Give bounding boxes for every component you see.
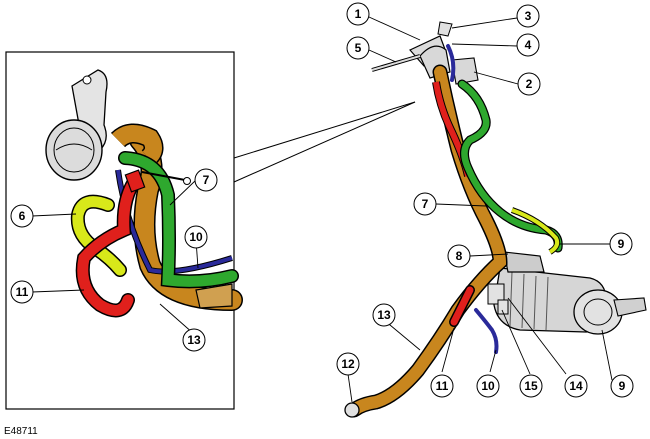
callout-10-inset: 10 [184, 225, 208, 249]
inset-leader-lower [233, 101, 416, 183]
vent-valve [451, 57, 479, 85]
hose-clamp [344, 402, 360, 418]
inset-cable [141, 171, 186, 181]
callout-8-label: 8 [456, 249, 463, 263]
callout-7-main: 7 [413, 192, 437, 216]
callout-7-inset-label: 7 [203, 173, 210, 187]
release-cable-inner [371, 55, 421, 71]
inset-yellow-pipe-fill [72, 196, 126, 276]
callout-12-label: 12 [341, 357, 355, 371]
red-lower-pipe-fill [450, 286, 474, 326]
callout-7-inset: 7 [194, 168, 218, 192]
inset-red-pipe-fill [77, 174, 141, 316]
callout-9-lower-label: 9 [619, 379, 626, 393]
filler-pipe-fill [348, 66, 507, 416]
callout-9-upper-label: 9 [618, 237, 625, 251]
callout-13-inset-label: 13 [187, 333, 201, 347]
callout-1-label: 1 [355, 7, 362, 21]
callout-10-inset-label: 10 [189, 230, 203, 244]
canister-ribs [509, 271, 549, 331]
callout-5: 5 [346, 36, 370, 60]
callout-10-main-label: 10 [481, 379, 495, 393]
callout-11-main: 11 [430, 374, 454, 398]
callout-9-upper: 9 [609, 232, 633, 256]
callout-4-label: 4 [525, 38, 532, 52]
callout-7-main-label: 7 [422, 197, 429, 211]
callout-8: 8 [447, 244, 471, 268]
callout-15-label: 15 [524, 379, 538, 393]
canister-end-cap [573, 289, 623, 335]
callout-1: 1 [346, 2, 370, 26]
bracket-tab [437, 21, 453, 37]
callout-12: 12 [336, 352, 360, 376]
callout-10-main: 10 [476, 374, 500, 398]
valve-block [503, 251, 545, 273]
callout-13-main-label: 13 [377, 308, 391, 322]
inset-fuel-cap-rim [53, 127, 95, 173]
bracket-15 [497, 299, 509, 315]
blue-pipe [446, 44, 499, 354]
callout-11-main-label: 11 [436, 379, 449, 393]
canister-end-inner [583, 298, 613, 326]
callout-13-inset: 13 [182, 328, 206, 352]
inset-fuel-cap-grip [55, 143, 93, 151]
callout-14-label: 14 [569, 379, 583, 393]
callout-14: 14 [564, 374, 588, 398]
callout-3-label: 3 [525, 9, 532, 23]
callout-6: 6 [10, 204, 34, 228]
yellow-vent-pipe-fill [511, 208, 560, 254]
canister-mount [613, 297, 647, 317]
callout-2: 2 [517, 72, 541, 96]
inset-cable-eye [183, 177, 191, 185]
callout-11-inset-label: 11 [16, 285, 29, 299]
inset-green-pipe-fill [119, 152, 238, 287]
callout-13-main: 13 [372, 303, 396, 327]
callout-3: 3 [516, 4, 540, 28]
callout-4: 4 [516, 33, 540, 57]
callout-5-label: 5 [355, 41, 362, 55]
inset-filler-top-fill [111, 125, 162, 165]
inset-clip [124, 169, 146, 193]
callout-15: 15 [519, 374, 543, 398]
bracket-14 [487, 283, 505, 305]
callout-6-label: 6 [19, 209, 26, 223]
inset-bracket-hole [82, 75, 92, 85]
main-view [344, 21, 647, 418]
callout-11-inset: 11 [10, 280, 34, 304]
inset-leader-upper [233, 101, 416, 159]
callout-2-label: 2 [526, 77, 533, 91]
inset-canister [195, 283, 233, 309]
figure-reference: E48711 [4, 426, 38, 437]
callout-9-lower: 9 [610, 374, 634, 398]
